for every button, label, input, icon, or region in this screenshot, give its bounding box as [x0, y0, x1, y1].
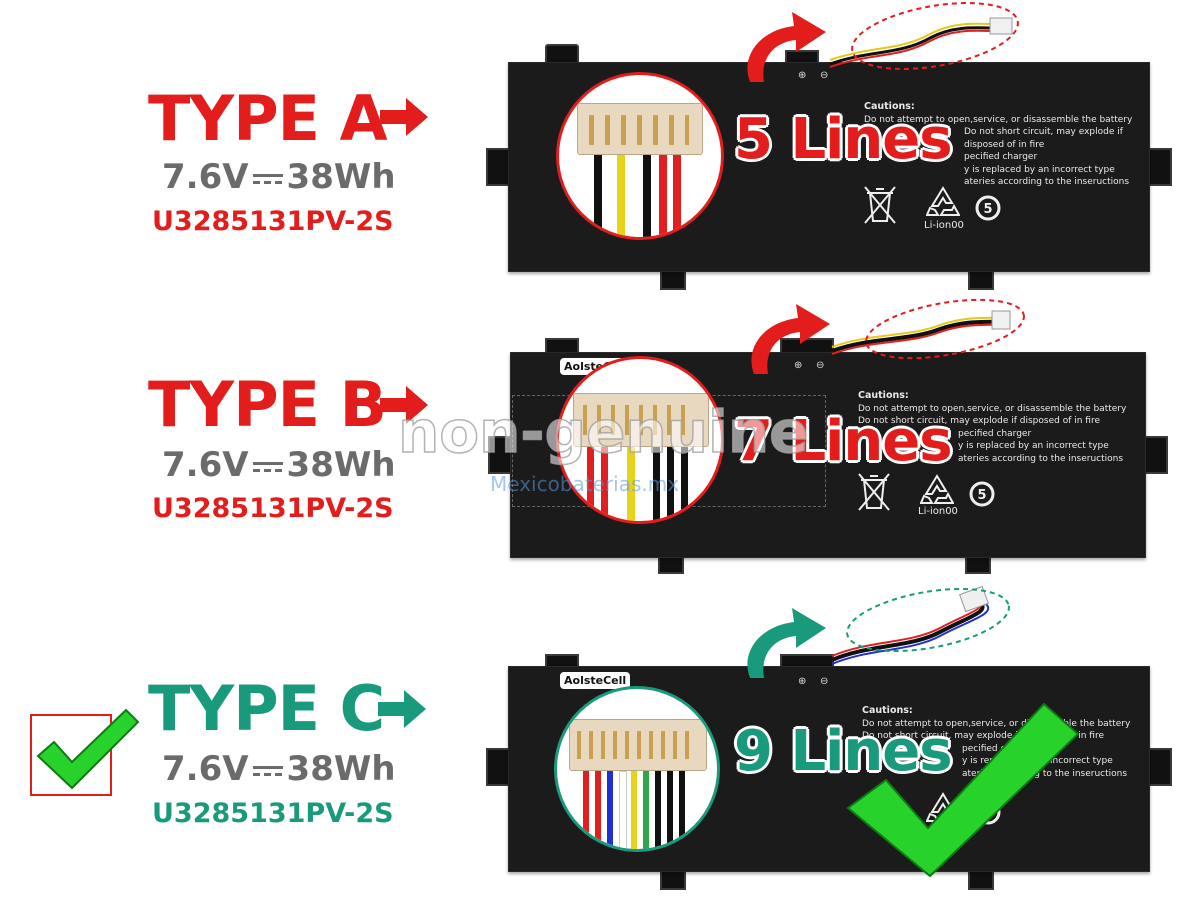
dc-symbol-icon [252, 765, 283, 776]
curved-arrow-icon [747, 12, 826, 82]
connector-zoom-a [556, 72, 724, 240]
dc-symbol-icon [252, 461, 283, 472]
type-c-model: U3285131PV-2S [152, 798, 394, 829]
checkmark-icon [36, 708, 140, 790]
arrow-right-icon [380, 98, 428, 136]
recycle-icon [920, 474, 954, 504]
type-a-model: U3285131PV-2S [152, 206, 394, 237]
arrow-right-icon [378, 690, 426, 728]
svg-text:5: 5 [983, 202, 992, 217]
cable-c [831, 585, 1010, 665]
arrow-right-icon [380, 386, 428, 424]
curved-arrow-icon [751, 304, 830, 374]
lines-label-b: 7 Lines [734, 409, 953, 474]
connector-zoom-b [556, 356, 724, 524]
recycle-5-icon: 5 [975, 195, 1001, 221]
type-c-title: TYPE C [148, 672, 385, 745]
watermark: non-genuine [397, 397, 809, 467]
type-a-title: TYPE A [148, 82, 388, 155]
cable-b [831, 298, 1025, 360]
checkmark-icon [846, 702, 1080, 878]
dc-symbol-icon [252, 173, 283, 184]
recycle-5-icon: 5 [969, 481, 995, 507]
cable-a [829, 2, 1019, 70]
crossed-bin-icon [858, 473, 890, 511]
lines-label-c: 9 Lines [734, 719, 953, 784]
type-b-title: TYPE B [148, 368, 387, 441]
curved-arrow-icon [747, 608, 826, 678]
lines-label-a: 5 Lines [734, 107, 953, 172]
connector-zoom-c [554, 686, 720, 852]
svg-text:5: 5 [977, 488, 986, 503]
recycle-icon [926, 186, 960, 216]
crossed-bin-icon [864, 186, 896, 224]
watermark-site: Mexicobaterias.mx [490, 472, 680, 496]
type-b-model: U3285131PV-2S [152, 493, 394, 524]
